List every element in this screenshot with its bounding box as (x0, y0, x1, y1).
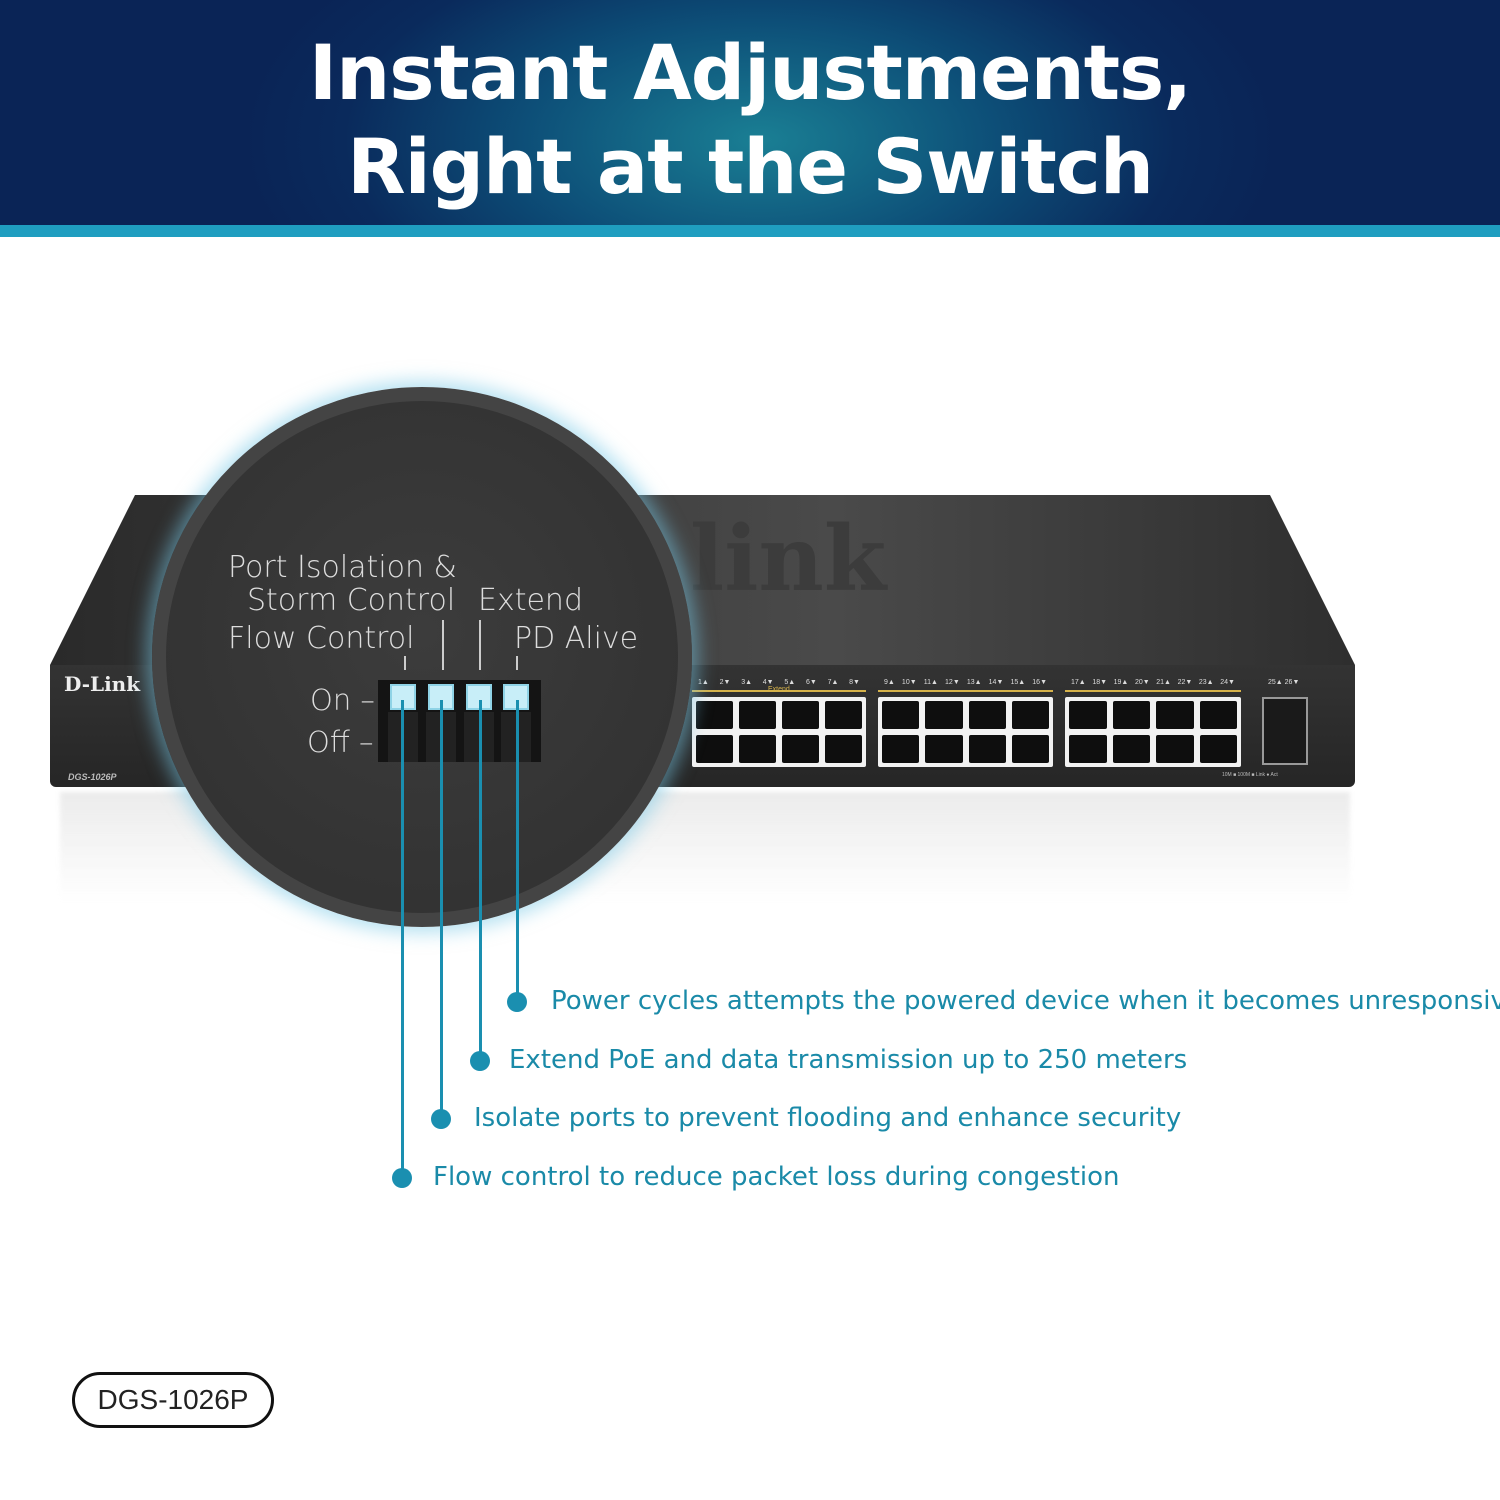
rj45-port (1112, 701, 1150, 729)
title-line-2: Right at the Switch (347, 122, 1154, 211)
port-label: 24▼ (1220, 679, 1235, 686)
leader-line-extend (479, 700, 482, 1061)
rj45-port (782, 701, 819, 729)
port-label: 17▲ (1071, 679, 1086, 686)
port-label: 9▲ (884, 679, 895, 686)
tick-flow (404, 656, 406, 670)
leader-line-pd (516, 700, 519, 1002)
rj45-port (882, 701, 920, 729)
port-label: 20▼ (1134, 679, 1150, 686)
led-legend: 10M ■ 100M ■ Link ● Act (1222, 772, 1278, 778)
port-group (692, 697, 866, 767)
rj45-port (782, 735, 819, 763)
rj45-port (925, 735, 963, 763)
rj45-port (1069, 701, 1107, 729)
rj45-port (882, 735, 920, 763)
port-label: 13▲ (966, 679, 982, 686)
sfp-ports (1262, 697, 1308, 765)
rj45-port (696, 701, 733, 729)
switch-model-label: DGS-1026P (68, 772, 117, 782)
tick-extend (479, 620, 481, 670)
rj45-port (968, 701, 1006, 729)
port-label: 5▲ (784, 679, 796, 686)
off-label: Off – (307, 725, 374, 759)
port-label: 4▼ (762, 679, 774, 686)
header-stripe (0, 225, 1500, 237)
extend-indicator-line (692, 690, 866, 692)
port-label: 2▼ (719, 679, 731, 686)
rj45-port (696, 735, 733, 763)
bullet-dot (470, 1051, 490, 1071)
port-label: 14▼ (988, 679, 1004, 686)
tick-pd (516, 656, 518, 670)
label-storm-control: Storm Control (247, 583, 456, 618)
dip-switch-magnifier (152, 387, 692, 927)
label-extend: Extend (478, 583, 583, 618)
port-label: 3▲ (741, 679, 753, 686)
bullet-dot (431, 1109, 451, 1129)
leader-line-isolation (440, 700, 443, 1120)
rj45-port (825, 735, 862, 763)
title-line-1: Instant Adjustments, (308, 28, 1192, 117)
port-label-row: 1▲ 2▼ 3▲ 4▼ 5▲ 6▼ 7▲ 8▼ (698, 679, 860, 689)
bullet-dot (507, 992, 527, 1012)
port-label: 8▼ (849, 679, 860, 686)
rj45-port (1011, 701, 1049, 729)
sfp-labels: 25▲ 26▼ (1268, 679, 1300, 686)
port-group (878, 697, 1053, 767)
port-label: 7▲ (827, 679, 839, 686)
rj45-port (739, 701, 776, 729)
top-logo: link (690, 506, 888, 612)
port-label: 6▼ (805, 679, 817, 686)
feature-pd-alive: Power cycles attempts the powered device… (551, 986, 1500, 1016)
extend-indicator-line (878, 690, 1053, 692)
rj45-port (925, 701, 963, 729)
brand-logo: D-Link (64, 672, 141, 696)
port-label: 11▲ (923, 679, 938, 686)
leader-line-flow (401, 700, 404, 1180)
feature-extend: Extend PoE and data transmission up to 2… (509, 1045, 1188, 1075)
extend-label: Extend (768, 686, 790, 693)
rj45-port (825, 701, 862, 729)
port-label: 23▲ (1198, 679, 1214, 686)
port-label: 15▲ (1010, 679, 1026, 686)
header-banner (0, 0, 1500, 225)
rj45-port (1199, 701, 1237, 729)
port-label-row: 17▲ 18▼ 19▲ 20▼ 21▲ 22▼ 23▲ 24▼ (1071, 679, 1235, 689)
port-label: 18▼ (1092, 679, 1108, 686)
rj45-port (739, 735, 776, 763)
port-label-row: 9▲ 10▼ 11▲ 12▼ 13▲ 14▼ 15▲ 16▼ (884, 679, 1047, 689)
rj45-port (968, 735, 1006, 763)
bullet-dot (392, 1168, 412, 1188)
port-group (1065, 697, 1241, 767)
rj45-port (1112, 735, 1150, 763)
rj45-port (1156, 735, 1194, 763)
port-label: 16▼ (1032, 679, 1047, 686)
extend-indicator-line (1065, 690, 1241, 692)
port-label: 19▲ (1113, 679, 1129, 686)
feature-flow-control: Flow control to reduce packet loss durin… (433, 1162, 1120, 1192)
port-label: 1▲ (698, 679, 709, 686)
rj45-port (1156, 701, 1194, 729)
label-port-isolation: Port Isolation & (228, 550, 457, 585)
label-pd-alive: PD Alive (514, 621, 639, 656)
port-label: 10▼ (901, 679, 917, 686)
rj45-port (1011, 735, 1049, 763)
tick-isolation (442, 620, 444, 670)
model-badge: DGS-1026P (72, 1372, 274, 1428)
label-flow-control: Flow Control (228, 621, 415, 656)
on-label: On – (310, 683, 375, 717)
feature-port-isolation: Isolate ports to prevent flooding and en… (474, 1103, 1182, 1133)
rj45-port (1069, 735, 1107, 763)
port-label: 12▼ (945, 679, 960, 686)
rj45-port (1199, 735, 1237, 763)
port-label: 21▲ (1156, 679, 1171, 686)
port-label: 22▼ (1177, 679, 1193, 686)
